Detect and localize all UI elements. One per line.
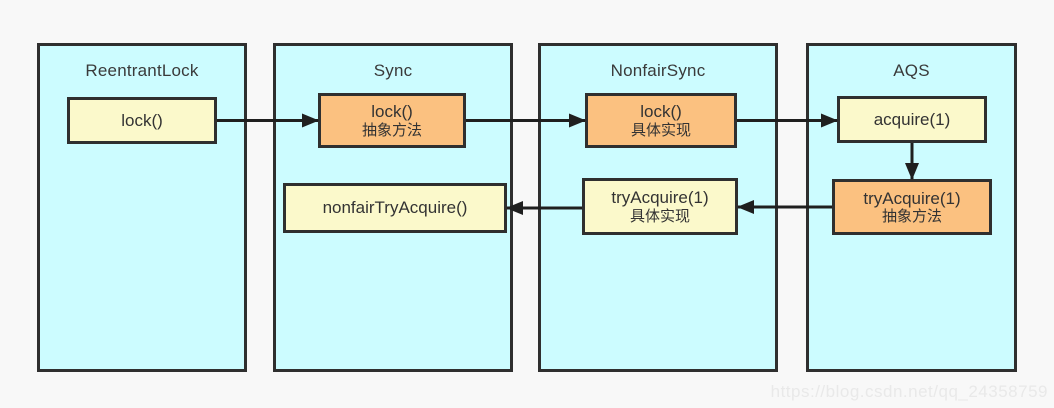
node-label: lock(): [640, 102, 682, 122]
node-label: lock(): [371, 102, 413, 122]
node-label: acquire(1): [873, 109, 951, 129]
node-sync-nonfairtryacquire: nonfairTryAcquire(): [283, 183, 507, 233]
class-title-aqs: AQS: [893, 61, 930, 80]
node-sublabel: 具体实现: [630, 121, 691, 139]
node-nonfairsync-tryacquire-impl: tryAcquire(1) 具体实现: [582, 178, 738, 235]
class-box-reentrantlock: ReentrantLock: [37, 43, 247, 372]
node-sync-lock-abstract: lock() 抽象方法: [318, 93, 466, 148]
class-title-nonfairsync: NonfairSync: [610, 61, 706, 80]
node-sublabel: 具体实现: [629, 207, 690, 225]
class-title-reentrantlock: ReentrantLock: [85, 61, 199, 80]
class-title-sync: Sync: [373, 61, 413, 80]
node-label: nonfairTryAcquire(): [322, 198, 468, 218]
node-label: lock(): [121, 110, 163, 130]
node-nonfairsync-lock-impl: lock() 具体实现: [585, 93, 737, 148]
node-reentrantlock-lock: lock(): [67, 97, 217, 144]
node-aqs-acquire: acquire(1): [837, 96, 987, 143]
node-label: tryAcquire(1): [863, 188, 961, 208]
watermark-url: https://blog.csdn.net/qq_24358759: [770, 382, 1048, 401]
node-label: tryAcquire(1): [611, 188, 709, 208]
node-aqs-tryacquire-abstract: tryAcquire(1) 抽象方法: [832, 179, 992, 235]
node-sublabel: 抽象方法: [881, 208, 942, 226]
node-sublabel: 抽象方法: [361, 121, 422, 139]
